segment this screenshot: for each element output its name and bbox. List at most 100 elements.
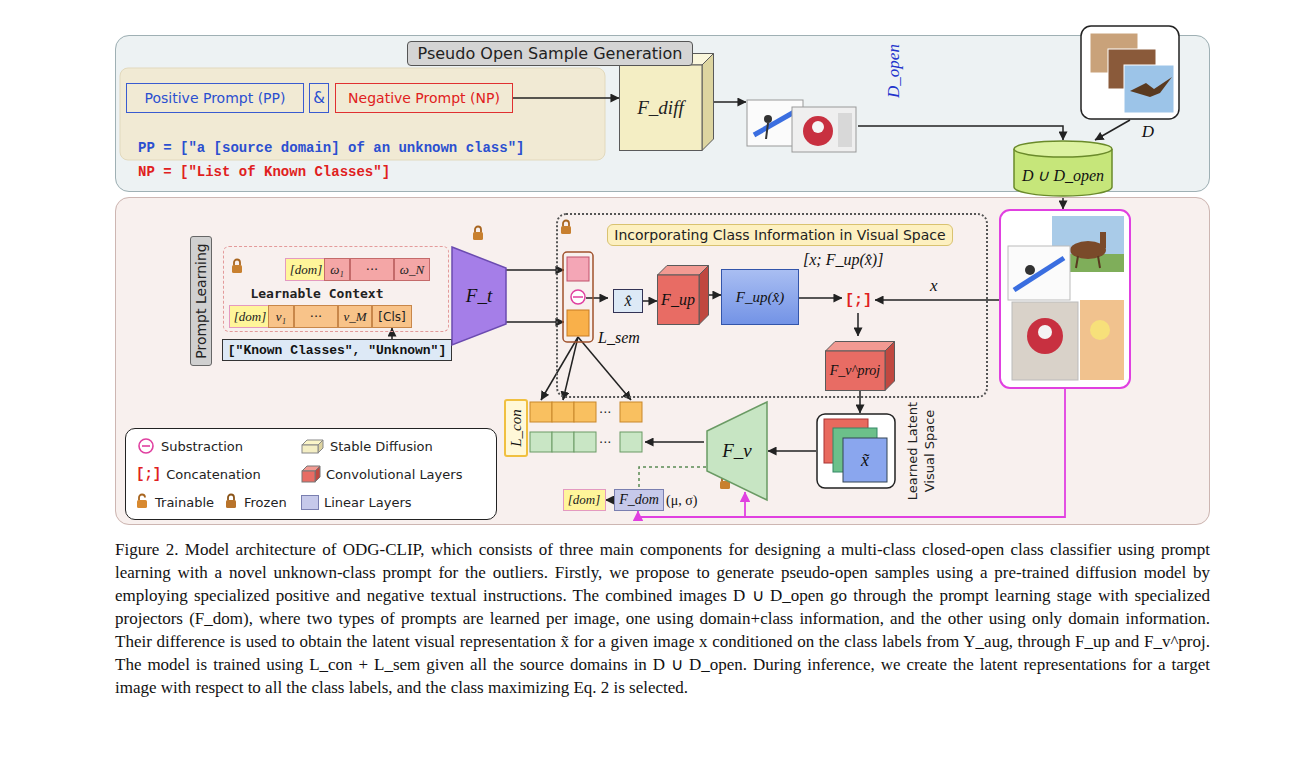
- node-label: Learnable Context: [250, 286, 383, 301]
- latent-stack-outline: [816, 413, 896, 489]
- class-token: [Cls]: [372, 305, 412, 328]
- flow-arrow: [875, 299, 999, 301]
- panel-fill: [115, 35, 1210, 192]
- ellipsis: ···: [599, 435, 611, 450]
- node-label: F_v: [722, 440, 752, 462]
- node-label: [Cls]: [378, 310, 405, 324]
- node-label: F_dom: [619, 492, 659, 508]
- caption-area: Figure 2. Model architecture of ODG-CLIP…: [115, 538, 1210, 699]
- conv-block: F_up: [657, 265, 709, 325]
- diffusion-model-outline: [702, 54, 714, 151]
- pseudo-open-images-outline: [754, 111, 796, 135]
- legend-text: Concatenation: [166, 467, 261, 482]
- class-list: ["Known Classes", "Unknown"]: [222, 339, 452, 361]
- source-images-outline: [1124, 65, 1174, 113]
- flow-arrow: [586, 297, 608, 299]
- context-token: ν₁: [268, 305, 294, 328]
- legend-text: Trainable: [155, 495, 214, 510]
- panel-fill: [120, 68, 605, 160]
- image-box: [1008, 246, 1070, 300]
- image-box: [1098, 256, 1100, 268]
- dataset-cylinder-outline: [1014, 141, 1112, 157]
- image-box: [1014, 258, 1064, 290]
- image-box: [1080, 300, 1124, 380]
- label-anchor: [x; F_up(x̂)]: [803, 250, 883, 269]
- legend-icon: [139, 439, 153, 453]
- image-box: [1025, 265, 1035, 275]
- dataset-cylinder: D ∪ D_open: [1013, 140, 1113, 196]
- node-label: ω_N: [400, 262, 424, 278]
- latent-stack: Learned Latent Visual Spacex̃: [816, 413, 896, 489]
- label-anchor: ···: [599, 402, 611, 421]
- similarity-matrix: [574, 432, 596, 452]
- conv-block: F_v^proj: [825, 341, 895, 391]
- label-anchor: x: [930, 276, 938, 296]
- learnable-context: Learnable Context[dom]ω₁···ω_N[dom]ν₁···…: [223, 246, 449, 332]
- latent-stack-outline: [817, 414, 895, 488]
- connector: [391, 328, 393, 339]
- domain-projector: F_dom: [614, 489, 664, 511]
- connector: [1095, 120, 1130, 140]
- context-token: ν_M: [338, 305, 372, 328]
- prompt-box: Positive Prompt (PP): [126, 83, 304, 113]
- legend-text: Frozen: [244, 495, 287, 510]
- similarity-matrix: [552, 432, 574, 452]
- image-feed-line: [638, 388, 1065, 517]
- pseudo-open-images: D_open: [746, 99, 858, 153]
- pseudo-open-images-outline: [803, 116, 833, 146]
- legend-row: Trainable Frozen: [136, 488, 301, 516]
- figure-caption: Figure 2. Model architecture of ODG-CLIP…: [115, 538, 1210, 699]
- legend-icon: [136, 493, 150, 511]
- source-images-outline: [1080, 25, 1180, 120]
- node-label: x̂: [624, 292, 631, 310]
- flow-arrow: [563, 337, 578, 400]
- node-label: D: [1142, 122, 1154, 142]
- flow-arrow: [541, 337, 578, 400]
- context-token: ···: [294, 305, 338, 328]
- label-anchor: [;]: [845, 289, 872, 309]
- conv-block-outline: [699, 266, 709, 325]
- pseudo-open-images-outline: [764, 115, 772, 123]
- similarity-matrix: [552, 402, 574, 422]
- legend-text: Convolutional Layers: [326, 467, 462, 482]
- conv-block-outline: [658, 275, 700, 325]
- panel-fill: [115, 197, 1210, 525]
- flow-arrow: [578, 337, 631, 400]
- stats-label: (μ, σ): [666, 493, 697, 508]
- legend-row: Substraction: [136, 432, 301, 460]
- pseudo-open-images-outline: [766, 123, 768, 139]
- node-label: L_con: [508, 409, 525, 447]
- difference-column: [571, 290, 585, 304]
- diffusion-model-outline: [620, 54, 714, 66]
- node-label: Negative Prompt (NP): [348, 90, 500, 106]
- legend-icon: [318, 440, 323, 453]
- lock-icon: [561, 221, 571, 235]
- upsampled-feature: F_up(x̂): [721, 269, 799, 325]
- node-label: F_up(x̂): [736, 289, 784, 306]
- ellipsis: ···: [599, 405, 611, 420]
- node-label: F_up: [661, 291, 695, 309]
- legend-icon: [228, 495, 234, 501]
- text-anchor: x̃: [854, 449, 876, 471]
- flow-arrow: [645, 441, 704, 443]
- difference-column: [563, 252, 593, 342]
- legend-text: Linear Layers: [324, 495, 412, 510]
- node-label: &: [313, 89, 325, 107]
- flow-arrow: [1062, 197, 1064, 209]
- legend-icon: [142, 445, 150, 447]
- similarity-matrix: [530, 402, 552, 422]
- label-anchor: ···: [599, 432, 611, 451]
- difference-column: [567, 257, 589, 281]
- image-box: [1090, 320, 1110, 340]
- image-feed-line: [744, 492, 746, 517]
- connector: [859, 391, 861, 413]
- text-anchor: Incorporating Class Information in Visua…: [580, 223, 980, 247]
- text-anchor: Learnable Context: [227, 284, 407, 302]
- conv-block-outline: [826, 351, 886, 391]
- text-anchor: D: [1137, 121, 1159, 143]
- connector: [643, 300, 657, 302]
- connector: [639, 467, 706, 489]
- text-anchor: Pseudo Open Sample Generation: [400, 40, 700, 66]
- legend-row: [;]Concatenation: [136, 460, 301, 488]
